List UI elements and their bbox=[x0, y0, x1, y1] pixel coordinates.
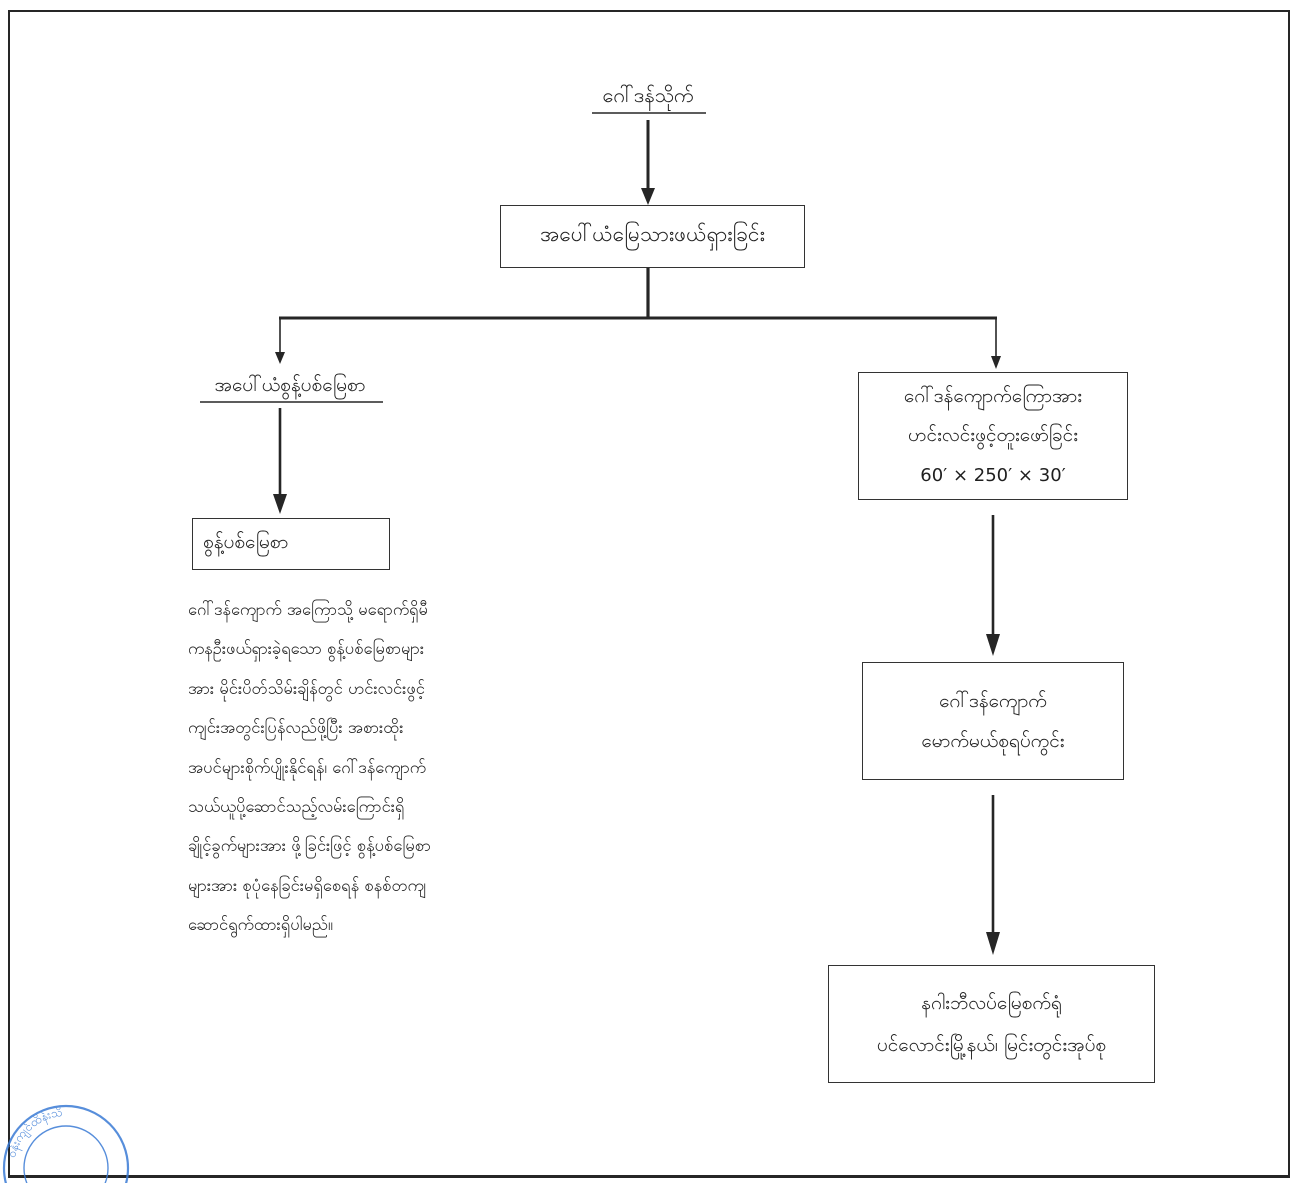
description-line: အား မိုင်းပိတ်သိမ်းချိန်တွင် ဟင်းလင်းဖွင… bbox=[188, 678, 425, 698]
overburden-removal-box: အပေါ်ယံမြေသားဖယ်ရှားခြင်း bbox=[500, 205, 805, 268]
mining-box-line: ဟင်းလင်းဖွင့်တူးဖော်ခြင်း bbox=[907, 424, 1079, 447]
stockpile-box: ဂေါ်ဒန်ကျောက် မောက်မယ်စုရပ်ကွင်း bbox=[862, 662, 1124, 780]
diagram-title: ဂေါ်ဒန်သိုက် bbox=[602, 83, 694, 107]
description-line: များအား စုပုံနေခြင်းမရှိစေရန် စနစ်တကျ bbox=[188, 875, 427, 895]
page-frame bbox=[8, 10, 1290, 1178]
waste-soil-box: စွန့်ပစ်မြေစာ bbox=[192, 518, 390, 570]
factory-box-line: ပင်လောင်းမြို့နယ်၊ မြင်းတွင်းအုပ်စု bbox=[876, 1034, 1107, 1056]
seal-inner-ring bbox=[23, 1125, 109, 1183]
stockpile-box-line: မောက်မယ်စုရပ်ကွင်း bbox=[921, 730, 1065, 752]
waste-soil-description: ဂေါ်ဒန်ကျောက် အကြောသို့ မရောက်ရှိမီ ကနဦး… bbox=[188, 590, 518, 945]
factory-box-line: နဂါးဘီလပ်မြေစက်ရုံ bbox=[921, 992, 1062, 1014]
seal-outer-ring bbox=[2, 1104, 130, 1183]
left-branch-heading: အပေါ်ယံစွန့်ပစ်မြေစာ bbox=[214, 374, 366, 396]
description-line: ဆောင်ရွက်ထားရှိပါမည်။ bbox=[188, 915, 333, 935]
stockpile-box-line: ဂေါ်ဒန်ကျောက် bbox=[939, 690, 1047, 712]
official-seal: ဝန်းကျင်ထိန်းသိ bbox=[2, 1104, 130, 1183]
cement-factory-box: နဂါးဘီလပ်မြေစက်ရုံ ပင်လောင်းမြို့နယ်၊ မြ… bbox=[828, 965, 1155, 1083]
waste-soil-label: စွန့်ပစ်မြေစာ bbox=[203, 531, 289, 553]
description-line: အပင်များစိုက်ပျိုးနိုင်ရန်၊ ဂေါ်ဒန်ကျောက… bbox=[188, 757, 426, 777]
description-line: ကနဦးဖယ်ရှားခဲ့ရသော စွန့်ပစ်မြေစာများ bbox=[188, 639, 425, 659]
description-line: ဂေါ်ဒန်ကျောက် အကြောသို့ မရောက်ရှိမီ bbox=[188, 600, 428, 619]
description-line: ကျင်းအတွင်းပြန်လည်ဖို့ပြီး အစားထိုး bbox=[188, 718, 404, 738]
mining-box-line: ဂေါ်ဒန်ကျောက်ကြောအား bbox=[903, 384, 1083, 407]
description-line: ချိုင့်ခွက်များအား ဖို့ခြင်းဖြင့် စွန့်ပ… bbox=[188, 836, 431, 856]
open-pit-mining-box: ဂေါ်ဒန်ကျောက်ကြောအား ဟင်းလင်းဖွင့်တူးဖော… bbox=[858, 372, 1128, 500]
overburden-removal-label: အပေါ်ယံမြေသားဖယ်ရှားခြင်း bbox=[540, 222, 765, 246]
pit-dimensions: 60′ × 250′ × 30′ bbox=[920, 464, 1066, 486]
description-line: သယ်ယူပို့ဆောင်သည့်လမ်းကြောင်းရှိ bbox=[188, 797, 405, 817]
seal-text: ဝန်းကျင်ထိန်းသိ bbox=[4, 1104, 63, 1159]
